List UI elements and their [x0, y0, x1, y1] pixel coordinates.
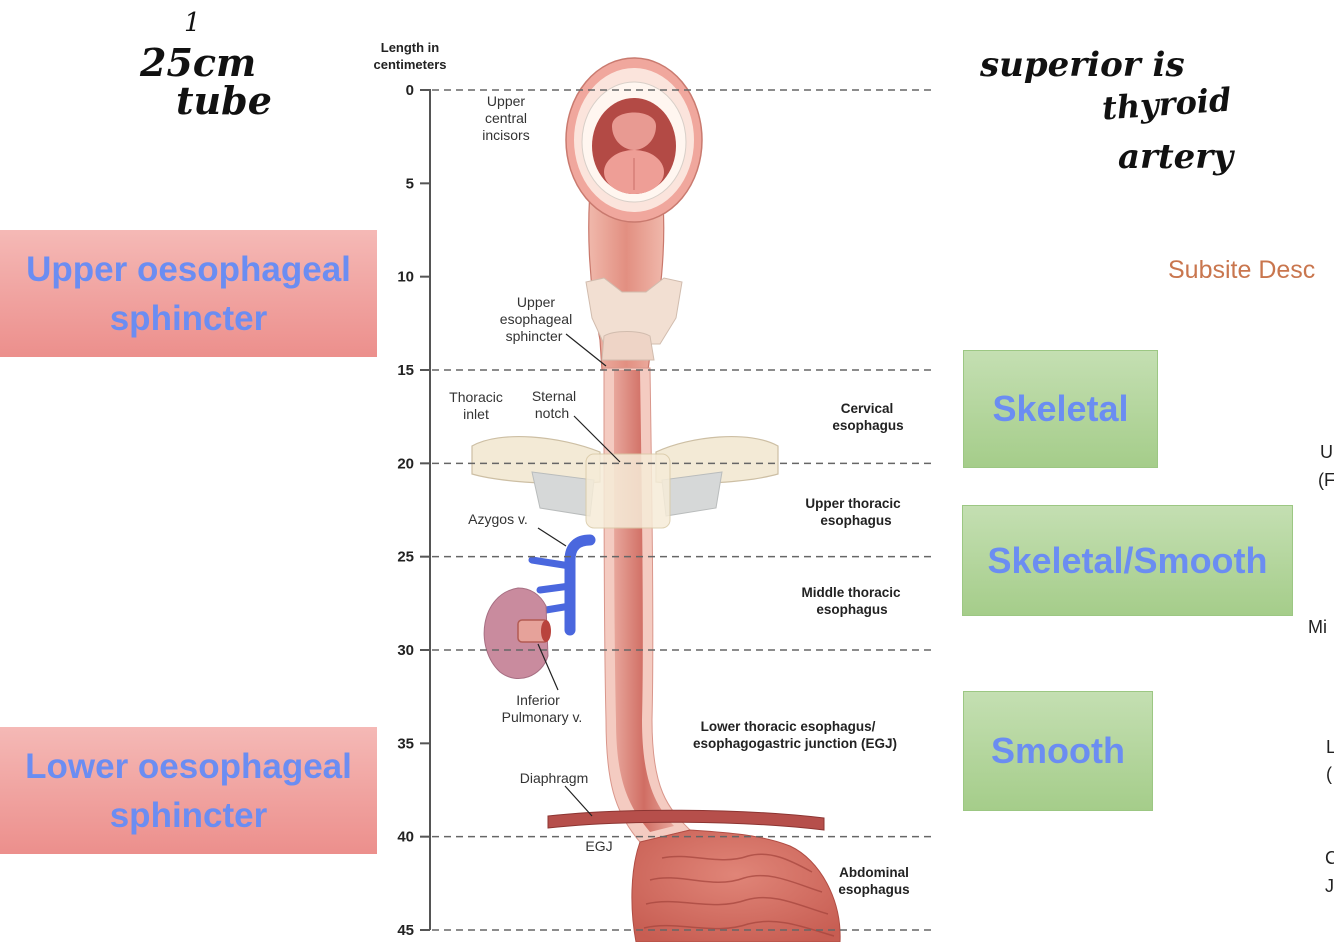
incisors-label-1: Upper	[487, 93, 525, 109]
right-fragment-u: U	[1320, 442, 1333, 462]
egj-label: EGJ	[585, 838, 612, 854]
axis-tick-label: 35	[397, 735, 414, 752]
lower-oesophageal-sphincter-label: Lower oesophageal sphincter	[25, 746, 352, 835]
mouth-illustration	[565, 57, 703, 223]
lower-oesophageal-sphincter-box: Lower oesophageal sphincter	[0, 727, 377, 854]
incisors-label-3: incisors	[482, 127, 529, 143]
upper-thoracic-label-1: Upper thoracic	[805, 496, 901, 511]
axis-title-line-2: centimeters	[374, 57, 447, 72]
abdominal-label-1: Abdominal	[839, 865, 909, 880]
stomach-rugae	[643, 853, 835, 937]
upper-oesophageal-sphincter-label: Upper oesophageal sphincter	[26, 249, 351, 338]
cervical-label-1: Cervical	[841, 401, 894, 416]
length-axis: Length in centimeters 0 5 10 15 20 25 30 35 40 45	[374, 40, 447, 939]
smooth-label: Smooth	[991, 730, 1125, 771]
lower-thoracic-label-1: Lower thoracic esophagus/	[701, 719, 876, 734]
pulmonary-label-2: Pulmonary v.	[502, 709, 583, 725]
axis-tick-label: 20	[397, 455, 414, 472]
axis-tick-label: 15	[397, 362, 414, 379]
cervical-label-2: esophagus	[832, 418, 903, 433]
azygos-vein	[528, 534, 596, 636]
subsite-heading-fragment: Subsite Desc	[1168, 256, 1316, 284]
axis-ticks: 0 5 10 15 20 25 30 35 40 45	[397, 82, 430, 939]
ues-label-2: esophageal	[500, 311, 572, 327]
middle-thoracic-label-1: Middle thoracic	[801, 585, 901, 600]
diaphragm-label: Diaphragm	[520, 770, 588, 786]
handwritten-number: 1	[184, 8, 201, 38]
middle-thoracic-label-2: esophagus	[816, 602, 887, 617]
azygos-label: Azygos v.	[468, 511, 528, 527]
axis-tick-label: 40	[397, 829, 414, 846]
upper-thoracic-label-2: esophagus	[820, 513, 891, 528]
handwritten-note-length: 1 25cm tube	[140, 8, 280, 128]
sternal-notch-label-1: Sternal	[532, 388, 576, 404]
thoracic-inlet-label-2: inlet	[463, 406, 489, 422]
anatomy-labels: Upper central incisors Upper esophageal …	[449, 93, 612, 854]
skeletal-smooth-label: Skeletal/Smooth	[987, 539, 1268, 581]
axis-tick-label: 5	[406, 175, 414, 192]
right-fragment-mi: Mi	[1308, 617, 1327, 637]
axis-tick-label: 30	[397, 642, 414, 659]
segment-labels: Cervical esophagus Upper thoracic esopha…	[693, 401, 910, 897]
right-fragment-c: C	[1325, 848, 1334, 868]
incisors-label-2: central	[485, 110, 527, 126]
abdominal-label-2: esophagus	[838, 882, 909, 897]
diaphragm	[547, 809, 825, 831]
larynx-cartilage	[585, 277, 683, 361]
axis-tick-label: 10	[397, 269, 414, 286]
skeletal-smooth-box: Skeletal/Smooth	[962, 505, 1293, 616]
leader-lines	[537, 333, 621, 817]
handwritten-tube: tube	[176, 78, 272, 123]
axis-tick-label: 45	[397, 922, 414, 939]
handwritten-artery: artery	[1118, 137, 1233, 177]
upper-oesophageal-sphincter-box: Upper oesophageal sphincter	[0, 230, 377, 357]
skeletal-label: Skeletal	[992, 388, 1129, 429]
axis-tick-label: 0	[406, 82, 414, 99]
axis-tick-label: 25	[397, 549, 414, 566]
right-fragment-paren: (F	[1318, 470, 1334, 490]
axis-title-line-1: Length in	[381, 40, 440, 55]
sternal-notch-label-2: notch	[535, 405, 569, 421]
right-fragment-l1: L	[1326, 737, 1334, 757]
handwritten-superior: superior is	[980, 45, 1185, 85]
skeletal-box: Skeletal	[963, 350, 1158, 468]
smooth-box: Smooth	[963, 691, 1153, 811]
lower-thoracic-label-2: esophagogastric junction (EGJ)	[693, 736, 897, 751]
stomach	[631, 829, 841, 942]
pulmonary-label-1: Inferior	[516, 692, 560, 708]
right-fragment-j: J	[1325, 876, 1334, 896]
clavicles-sternum	[471, 435, 779, 529]
pulmonary-vein	[483, 587, 551, 680]
ues-label-1: Upper	[517, 294, 555, 310]
thoracic-inlet-label-1: Thoracic	[449, 389, 503, 405]
handwritten-note-artery: superior is thyroid artery	[980, 45, 1240, 205]
ues-label-3: sphincter	[506, 328, 563, 344]
right-fragment-l2: (	[1326, 764, 1332, 784]
handwritten-length: 25cm	[140, 40, 257, 85]
